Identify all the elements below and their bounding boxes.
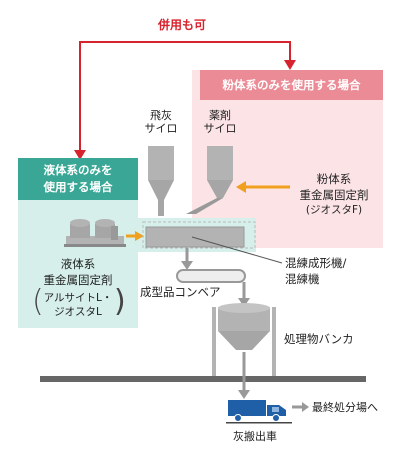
liquid-fixer-label: 液体系 重金属固定剤 <box>18 257 138 288</box>
ground-line <box>40 376 366 382</box>
combined-use-arrowhead-left <box>74 150 86 160</box>
powder-fixer-label: 粉体系 重金属固定剤 (ジオスタF) <box>282 172 386 217</box>
liquid-fixer-line2: 重金属固定剤 <box>43 272 113 287</box>
mixer-label-line1: 混練成形機/ <box>285 256 347 270</box>
chemical-silo-label-line2: サイロ <box>203 122 237 136</box>
conveyor-label: 成型品コンベア <box>140 285 221 299</box>
liquid-feed-arrowhead <box>135 231 144 241</box>
fly-ash-silo-label-line2: サイロ <box>144 122 178 136</box>
fly-ash-silo-label-line1: 飛灰 <box>150 109 172 122</box>
mixer-down-arrowhead <box>181 261 193 270</box>
fly-ash-silo-shape <box>148 146 174 216</box>
combined-use-label: 併用も可 <box>158 18 207 32</box>
powder-fixer-line1: 粉体系 <box>316 172 352 186</box>
liquid-product-group: ( アルサイトL・ ジオスタL ) <box>32 284 126 324</box>
powder-feed-arrowhead <box>236 181 246 193</box>
powder-fixer-line2: 重金属固定剤 <box>299 187 369 202</box>
mixer-dashed-outline <box>142 221 256 249</box>
chemical-silo-label: 薬剤 サイロ <box>195 109 245 135</box>
liquid-product-line2: ジオスタL <box>54 305 102 318</box>
chemical-silo-label-line1: 薬剤 <box>209 109 231 122</box>
disposal-arrowhead <box>302 402 309 412</box>
powder-fixer-line3: (ジオスタF) <box>305 204 363 217</box>
liquid-product-line1: アルサイトL・ <box>43 292 113 304</box>
truck-label: 灰搬出車 <box>233 430 277 443</box>
liquid-only-header-line1: 液体系のみを <box>43 163 113 178</box>
combined-use-arrow <box>79 41 291 158</box>
liquid-tanks-shape <box>64 219 126 247</box>
hopper-label: 処理物バンカ <box>284 332 354 346</box>
powder-only-header: 粉体系のみを使用する場合 <box>200 70 383 100</box>
mixer-label: 混練成形機/ 混練機 <box>285 256 346 287</box>
liquid-fixer-line1: 液体系 <box>60 257 96 271</box>
hopper-shape <box>212 303 276 377</box>
powder-only-header-text: 粉体系のみを使用する場合 <box>222 78 361 92</box>
combined-use-arrowhead-right <box>284 60 296 70</box>
disposal-label: 最終処分場へ <box>312 401 378 414</box>
truck-shape <box>226 400 292 424</box>
mixer-leader-line <box>191 236 283 264</box>
hopper-down-arrowhead <box>238 390 250 399</box>
conveyor-shape <box>176 269 246 283</box>
fly-ash-silo-label: 飛灰 サイロ <box>136 109 186 135</box>
right-paren: ) <box>114 284 126 319</box>
liquid-only-header-line2: 使用する場合 <box>43 180 113 194</box>
chemical-silo-shape <box>186 146 233 214</box>
liquid-product-label: アルサイトL・ ジオスタL <box>42 292 114 319</box>
left-paren: ( <box>32 284 44 319</box>
mixer-shape <box>145 226 245 248</box>
liquid-only-header: 液体系のみを 使用する場合 <box>18 158 138 200</box>
mixer-label-line2: 混練機 <box>285 271 320 286</box>
conveyor-down-arrowhead <box>238 298 250 307</box>
